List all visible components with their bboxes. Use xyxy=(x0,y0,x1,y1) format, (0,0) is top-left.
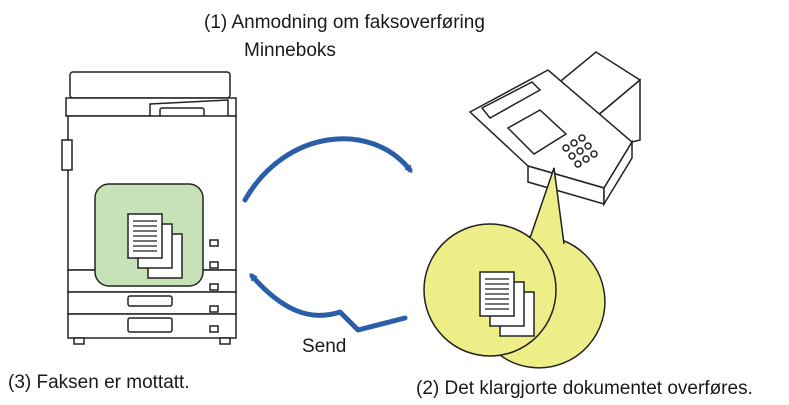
transferred-label: (2) Det klargjorte dokumentet overføres. xyxy=(416,378,753,399)
send-label: Send xyxy=(302,336,347,357)
send-arrow xyxy=(249,273,408,333)
request-label-line2: Minneboks xyxy=(244,40,336,61)
fax-machine xyxy=(468,51,642,207)
request-label-line1: (1) Anmodning om faksoverføring xyxy=(204,12,485,33)
request-arrow xyxy=(242,136,413,203)
received-label: (3) Faksen er mottatt. xyxy=(8,372,190,393)
